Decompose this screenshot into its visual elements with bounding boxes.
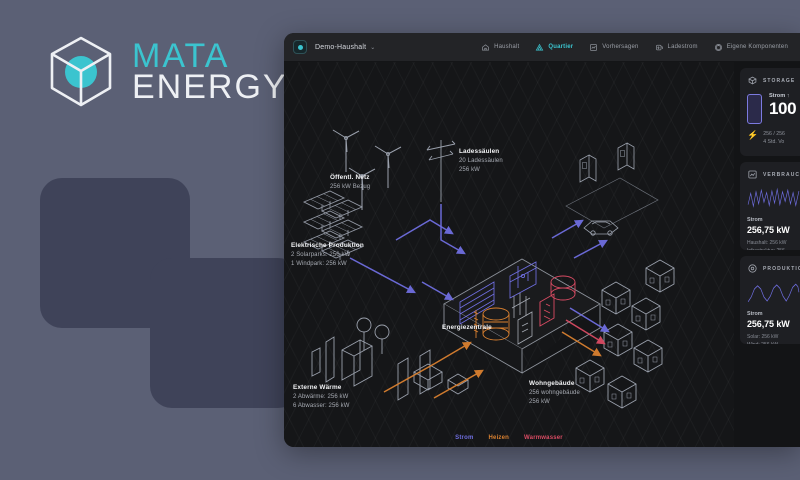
- produktion-card-header: PRODUKTION: [747, 263, 800, 274]
- produktion-sub-1: Wind: 256 kW: [747, 341, 800, 344]
- household-label: Demo-Haushalt: [315, 43, 367, 51]
- verbrauch-sparkline: [747, 187, 800, 211]
- nav-label-quartier: Quartier: [548, 44, 574, 50]
- storage-sub-1: 4 Std. Vo: [763, 138, 785, 145]
- storage-card-title: STORAGE: [763, 77, 796, 84]
- district-icon: [535, 43, 544, 52]
- app-body: Öffentl. Netz 256 kW Bezug Ladessäulen 2…: [284, 62, 800, 447]
- verbrauch-metric-label: Strom: [747, 217, 763, 223]
- produktion-sparkline-path: [747, 283, 800, 303]
- household-selector[interactable]: Demo-Haushalt ⌄: [315, 44, 375, 51]
- diagram-legend: Strom Heizen Warmwasser: [284, 435, 734, 441]
- verbrauch-sub-0: Haushalt: 256 kW: [747, 240, 787, 246]
- nav-item-vorhersagen[interactable]: Vorhersagen: [589, 43, 638, 52]
- storage-metric-label: Strom ↑: [769, 93, 790, 99]
- app-window: Demo-Haushalt ⌄ Haushalt Quartier Vor: [284, 33, 800, 447]
- verbrauch-sparkline-path: [747, 187, 800, 208]
- components-icon: [714, 43, 723, 52]
- decor-shape-lower: [150, 258, 300, 408]
- verbrauch-card-title: VERBRAUCH: [763, 171, 800, 178]
- storage-card-header: STORAGE: [747, 75, 800, 86]
- verbrauch-sub-1: Infrastruktur: 256: [747, 247, 800, 250]
- nav-item-eigene-komponenten[interactable]: Eigene Komponenten: [714, 43, 788, 52]
- nav-item-quartier[interactable]: Quartier: [535, 43, 573, 52]
- consumption-icon: [747, 169, 758, 180]
- top-navigation-bar: Demo-Haushalt ⌄ Haushalt Quartier Vor: [284, 33, 800, 62]
- verbrauch-card[interactable]: VERBRAUCH Strom 256,75 kW Haushalt: 256 …: [740, 162, 800, 250]
- bolt-icon: ⚡: [747, 130, 759, 140]
- verbrauch-card-header: VERBRAUCH: [747, 169, 800, 180]
- produktion-value: 256,75 kW: [747, 319, 790, 329]
- nav-label-ladestrom: Ladestrom: [667, 44, 698, 50]
- charging-icon: [655, 43, 664, 52]
- nav-item-ladestrom[interactable]: Ladestrom: [655, 43, 698, 52]
- legend-item-strom[interactable]: Strom: [455, 435, 474, 441]
- storage-main-row: Strom ↑ 100: [747, 93, 800, 124]
- produktion-sub-0: Solar: 256 kW: [747, 334, 779, 340]
- battery-indicator: [747, 94, 762, 124]
- produktion-metric-label: Strom: [747, 311, 763, 317]
- legend-item-heizen[interactable]: Heizen: [488, 435, 510, 441]
- storage-card[interactable]: STORAGE Strom ↑ 100 ⚡ 256 / 256 4 Std. V…: [740, 68, 800, 156]
- production-icon: [747, 263, 758, 274]
- main-nav: Haushalt Quartier Vorhersagen Ladestrom: [481, 43, 792, 52]
- forecast-icon: [589, 43, 598, 52]
- nav-label-eigene-komponenten: Eigene Komponenten: [726, 44, 788, 50]
- house-icon: [481, 43, 490, 52]
- storage-icon: [747, 75, 758, 86]
- background-decoration: [0, 140, 300, 440]
- metrics-sidebar: STORAGE Strom ↑ 100 ⚡ 256 / 256 4 Std. V…: [734, 62, 800, 447]
- mata-brand-icon[interactable]: [293, 40, 307, 54]
- energy-flow-diagram[interactable]: Öffentl. Netz 256 kW Bezug Ladessäulen 2…: [284, 62, 734, 447]
- logo-text-energy: ENERGY: [132, 68, 288, 106]
- produktion-card-title: PRODUKTION: [763, 265, 800, 272]
- mata-energy-logo: MATA ENERGY: [44, 32, 288, 112]
- diagram-svg: [303, 129, 675, 409]
- nav-label-haushalt: Haushalt: [494, 44, 520, 50]
- nav-item-haushalt[interactable]: Haushalt: [481, 43, 519, 52]
- storage-value: 100: [769, 99, 797, 118]
- produktion-sparkline: [747, 281, 800, 305]
- storage-sub-row: ⚡ 256 / 256 4 Std. Vo: [747, 131, 800, 147]
- storage-sub-0: 256 / 256: [763, 131, 785, 137]
- nav-label-vorhersagen: Vorhersagen: [602, 44, 639, 50]
- produktion-card[interactable]: PRODUKTION Strom 256,75 kW Solar: 256 kW…: [740, 256, 800, 344]
- chevron-down-icon: ⌄: [370, 44, 376, 51]
- legend-item-warmwasser[interactable]: Warmwasser: [524, 435, 563, 441]
- verbrauch-value: 256,75 kW: [747, 225, 790, 235]
- logo-text-mata: MATA: [132, 36, 230, 75]
- cube-logo-icon: [44, 32, 118, 112]
